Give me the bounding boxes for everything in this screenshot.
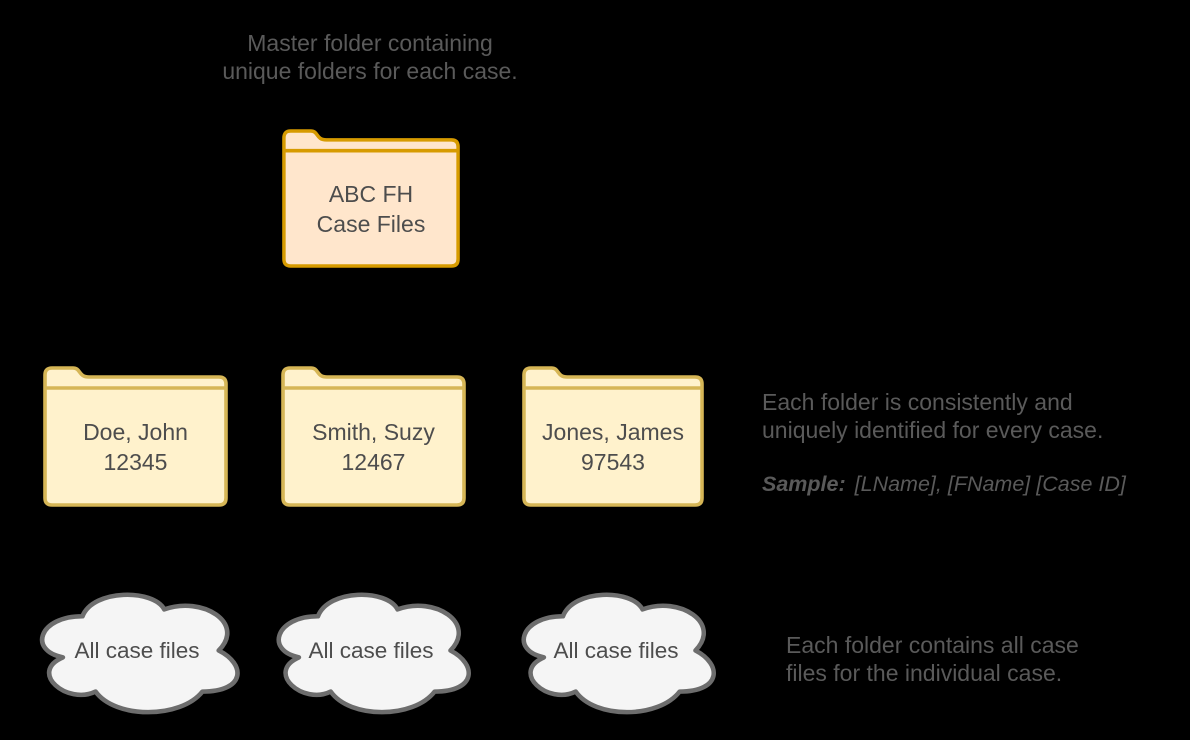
- folder-icon: [522, 366, 704, 507]
- cloud-label: All case files: [510, 582, 722, 719]
- cloud-all-case-files-2: All case files: [265, 582, 477, 719]
- folder-name-line: Smith, Suzy: [312, 419, 435, 445]
- naming-note: Each folder is consistently and uniquely…: [762, 388, 1182, 498]
- master-folder-shape: ABC FH Case Files: [282, 129, 460, 268]
- master-folder-label: ABC FH Case Files: [282, 150, 460, 268]
- note-line: Master folder containing: [247, 30, 493, 56]
- cloud-all-case-files-3: All case files: [510, 582, 722, 719]
- folder-icon: [281, 366, 466, 507]
- sample-prefix-label: Sample:: [762, 472, 846, 496]
- note-line: unique folders for each case.: [222, 58, 518, 84]
- contents-note: Each folder contains all case files for …: [786, 631, 1186, 687]
- folder-name-line: Doe, John: [83, 419, 188, 445]
- cloud-label-line: All case files: [74, 637, 200, 663]
- cloud-label: All case files: [265, 582, 477, 719]
- folder-icon: [43, 366, 228, 507]
- cloud-label: All case files: [28, 582, 246, 719]
- cloud-label-line: All case files: [308, 637, 434, 663]
- case-folder-label: Doe, John 12345: [43, 387, 228, 507]
- note-line: Each folder contains all case: [786, 632, 1079, 658]
- case-folder-jones-james: Jones, James 97543: [522, 366, 704, 507]
- cloud-label-line: All case files: [553, 637, 679, 663]
- naming-sample: Sample: [LName], [FName] [Case ID]: [762, 470, 1182, 498]
- master-folder-note: Master folder containing unique folders …: [165, 29, 575, 85]
- cloud-all-case-files-1: All case files: [28, 582, 246, 719]
- folder-label-line: Case Files: [316, 211, 426, 237]
- cloud-icon: [40, 592, 240, 715]
- folder-id-line: 97543: [581, 449, 645, 475]
- note-line: Each folder is consistently and: [762, 389, 1073, 415]
- folder-label-line: ABC FH: [328, 181, 414, 207]
- sample-pattern-text: [LName], [FName] [Case ID]: [854, 472, 1126, 496]
- folder-id-line: 12345: [103, 449, 168, 475]
- note-line: files for the individual case.: [786, 660, 1063, 686]
- cloud-icon: [521, 592, 716, 715]
- folder-icon: [282, 129, 460, 268]
- case-folder-doe-john: Doe, John 12345: [43, 366, 228, 507]
- folder-id-line: 12467: [341, 449, 406, 475]
- case-folder-label: Jones, James 97543: [522, 387, 704, 507]
- folder-name-line: Jones, James: [542, 419, 684, 445]
- note-line: uniquely identified for every case.: [762, 417, 1104, 443]
- case-folder-smith-suzy: Smith, Suzy 12467: [281, 366, 466, 507]
- case-folder-label: Smith, Suzy 12467: [281, 387, 466, 507]
- cloud-icon: [276, 592, 471, 715]
